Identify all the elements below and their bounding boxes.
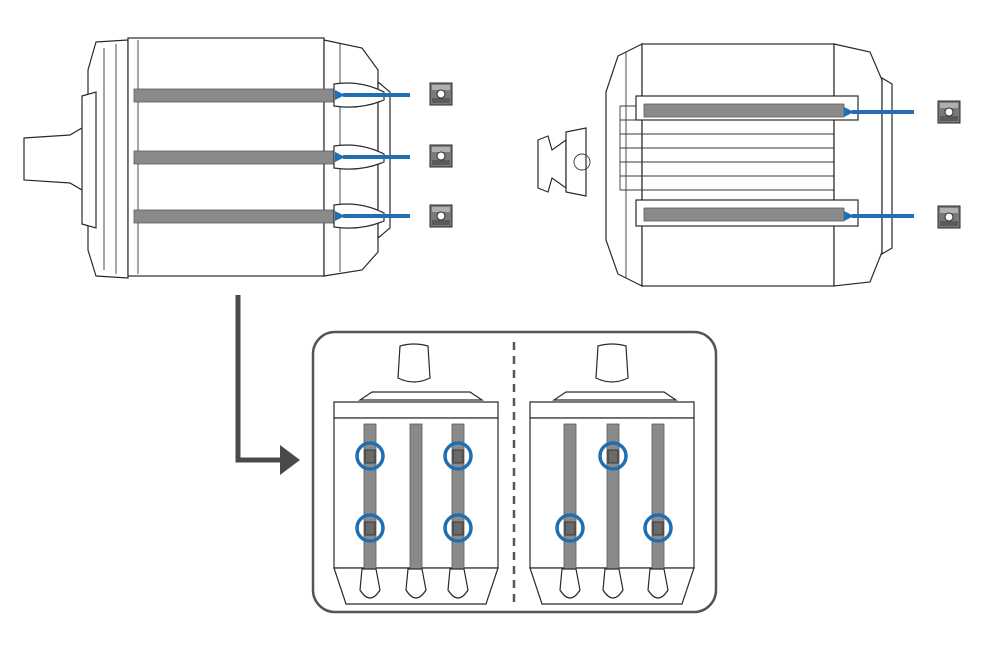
- highlight-circle-icon: [555, 513, 585, 543]
- slot-nut-icon: [937, 205, 961, 229]
- highlight-circle-icon: [643, 513, 673, 543]
- front-bezel: [833, 43, 883, 287]
- slot-rail-3: [133, 209, 335, 224]
- right-side-view: [537, 43, 961, 287]
- detail-panel: [311, 330, 718, 614]
- flow-arrow-icon: [235, 295, 300, 475]
- slot-nut-icon: [429, 82, 453, 106]
- variant-a-view: [333, 343, 499, 605]
- slot-rail-2: [133, 150, 335, 165]
- variant-b-view: [529, 343, 695, 605]
- mounting-bracket: [537, 135, 567, 193]
- slot-rail-2: [643, 207, 845, 222]
- slot-nut-icon: [429, 204, 453, 228]
- highlight-circle-icon: [443, 513, 473, 543]
- highlight-circle-icon: [598, 441, 628, 471]
- highlight-circle-icon: [355, 441, 385, 471]
- highlight-circle-icon: [355, 513, 385, 543]
- left-side-view: [23, 37, 453, 279]
- slot-rail-1: [133, 88, 335, 103]
- slot-nut-icon: [937, 100, 961, 124]
- slot-rail-1: [643, 103, 845, 118]
- slot-nut-icon: [429, 144, 453, 168]
- housing-body: [641, 43, 835, 287]
- rear-cap: [605, 43, 643, 287]
- highlight-circle-icon: [443, 441, 473, 471]
